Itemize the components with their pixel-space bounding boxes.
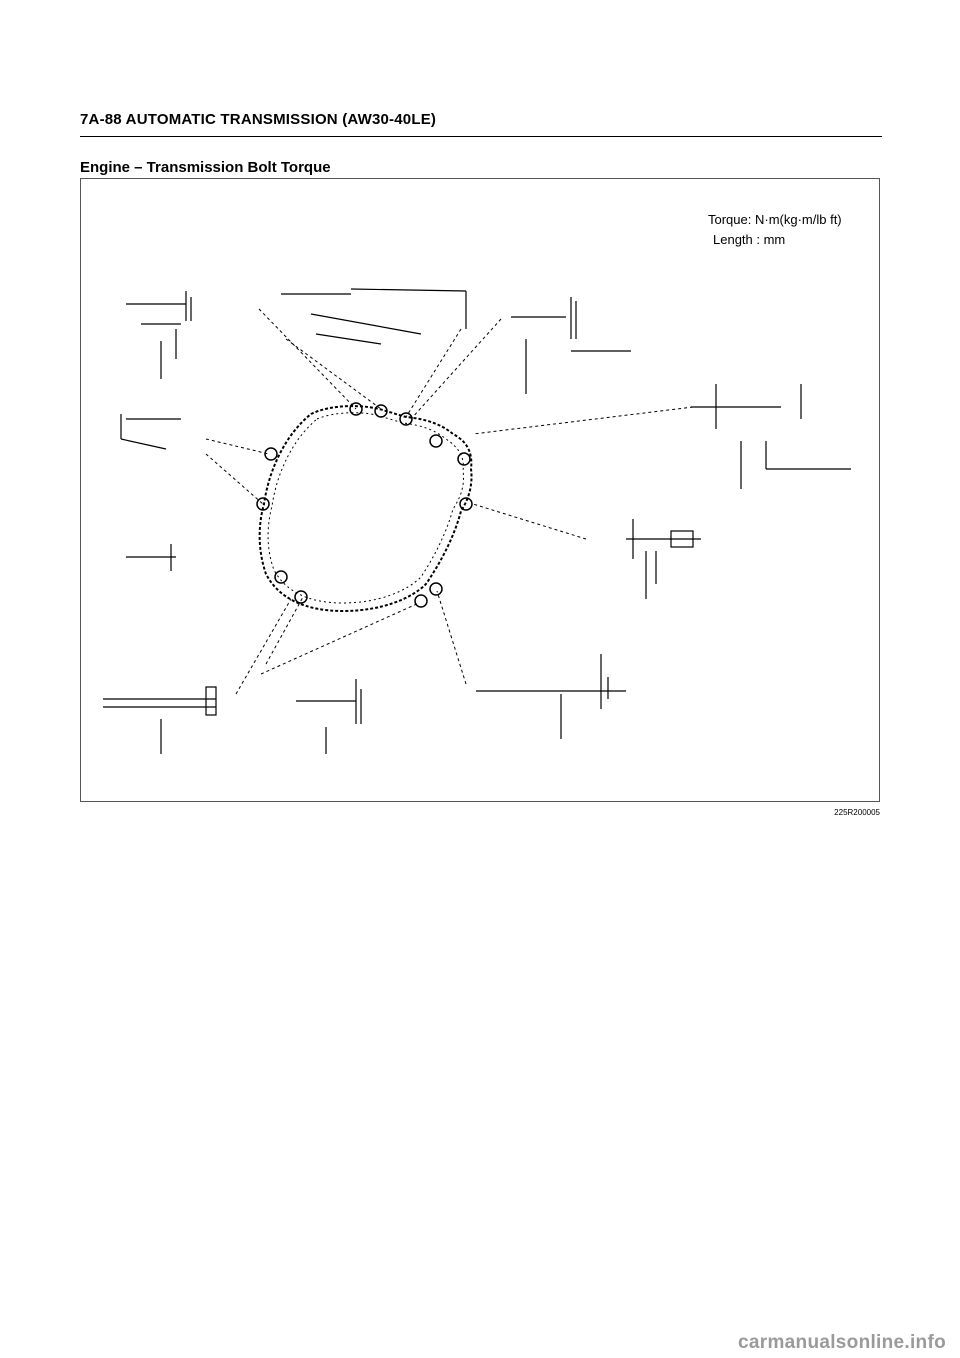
bolt-torque-figure: Torque: N·m(kg·m/lb ft) Length : mm <box>80 178 880 802</box>
page-header-title: 7A-88 AUTOMATIC TRANSMISSION (AW30-40LE) <box>80 111 437 128</box>
figure-id: 225R200005 <box>834 808 880 817</box>
watermark: carmanualsonline.info <box>738 1332 946 1353</box>
bolt-detail-top-right <box>511 297 631 394</box>
bolt-detail-left <box>120 414 181 571</box>
bolt-detail-bottom-right <box>476 654 626 739</box>
section-title: Engine – Transmission Bolt Torque <box>80 159 331 176</box>
figure-legend-length: Length : mm <box>713 232 785 247</box>
bolt-detail-top-center <box>281 288 467 345</box>
bolt-detail-middle-right <box>626 519 701 599</box>
bell-housing-outline <box>258 405 473 613</box>
bolt-bosses <box>256 402 473 608</box>
leader-lines <box>205 308 694 695</box>
bolt-detail-bottom-left <box>103 686 217 754</box>
bolt-torque-diagram: Torque: N·m(kg·m/lb ft) Length : mm <box>103 212 851 754</box>
bolt-detail-top-left <box>126 291 192 379</box>
bolt-detail-bottom-center <box>296 679 362 754</box>
bolt-detail-right <box>691 384 851 489</box>
header-rule <box>80 136 882 137</box>
bell-housing-inner <box>267 412 464 604</box>
figure-legend-torque: Torque: N·m(kg·m/lb ft) <box>708 212 842 227</box>
